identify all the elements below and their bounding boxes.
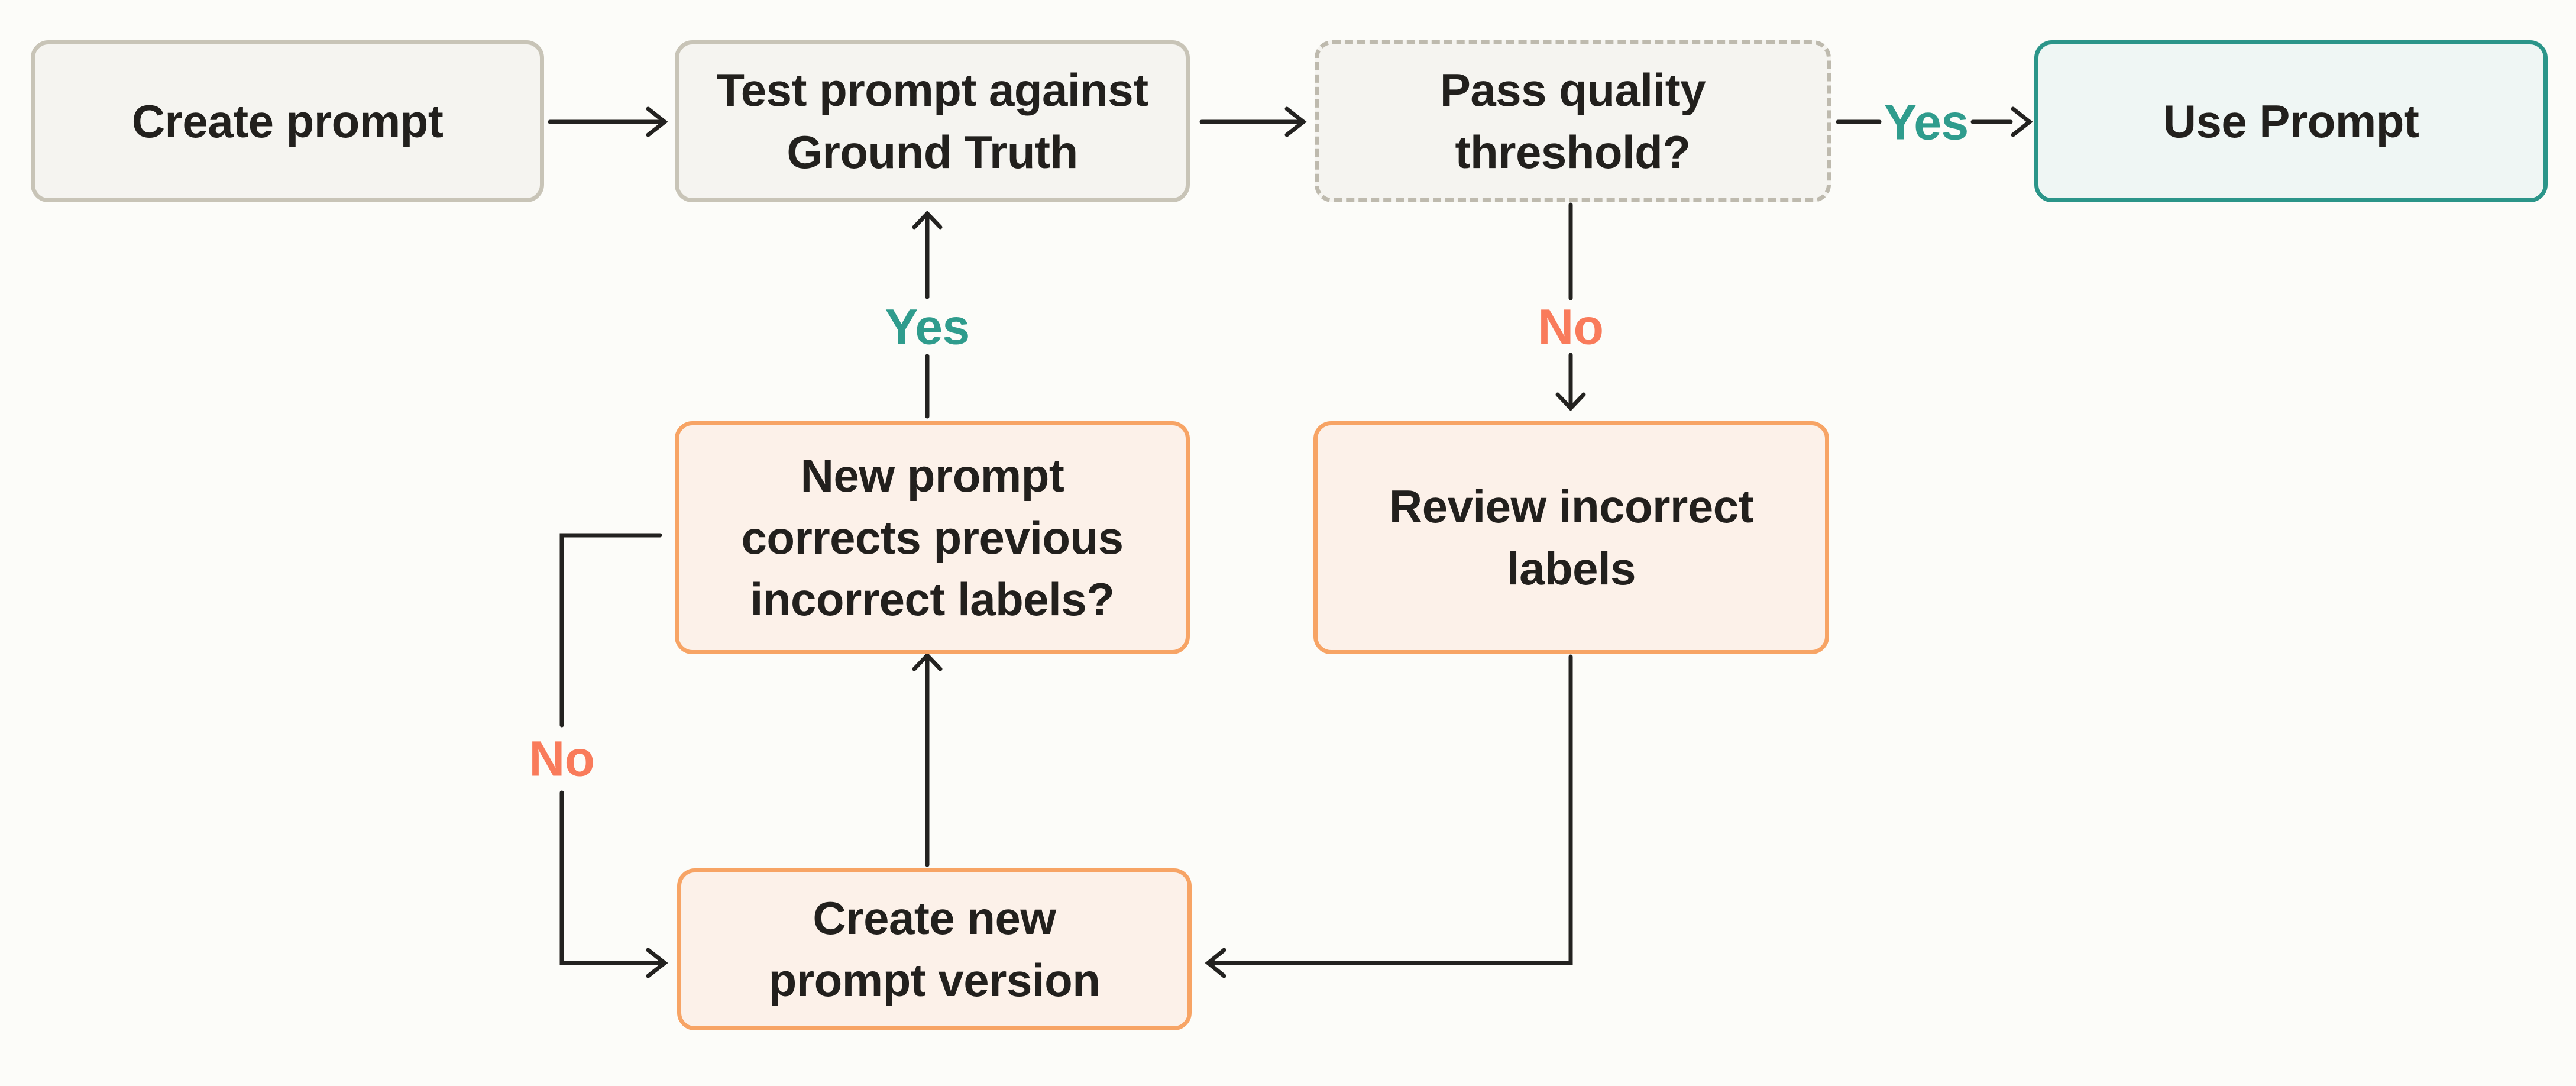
node-review-incorrect-label: Review incorrect labels	[1389, 480, 1754, 594]
arrowhead-corrects-yes	[912, 210, 943, 230]
arrowhead-test-to-pass	[1284, 106, 1307, 137]
edge-corrects-no-lower-segment	[559, 790, 664, 965]
edge-label-corrects-no: No	[529, 731, 595, 787]
edge-label-pass-no: No	[1538, 299, 1604, 355]
node-pass-quality-label: Pass quality threshold?	[1439, 64, 1706, 178]
node-create-new-version-label: Create new prompt version	[768, 892, 1101, 1006]
arrowhead-corrects-no	[646, 948, 668, 978]
node-create-prompt: Create prompt	[31, 40, 544, 202]
node-review-incorrect-labels: Review incorrect labels	[1313, 421, 1829, 654]
edge-corrects-no-upper-segment	[559, 533, 662, 728]
node-new-prompt-corrects-label: New prompt corrects previous incorrect l…	[741, 450, 1124, 626]
node-test-prompt-against-ground-truth: Test prompt against Ground Truth	[675, 40, 1190, 202]
arrowhead-pass-yes	[2011, 106, 2033, 137]
node-use-prompt-label: Use Prompt	[2163, 95, 2419, 147]
node-create-new-prompt-version: Create new prompt version	[677, 868, 1192, 1030]
arrowhead-review-to-newversion	[1205, 948, 1226, 978]
arrowhead-create-to-test	[646, 106, 668, 137]
node-pass-quality-threshold: Pass quality threshold?	[1315, 40, 1831, 202]
edge-review-to-newversion	[1209, 654, 1573, 965]
node-test-prompt-label: Test prompt against Ground Truth	[716, 64, 1148, 178]
arrowhead-newversion-to-corrects	[912, 652, 943, 671]
edge-label-pass-yes: Yes	[1884, 94, 1969, 150]
node-use-prompt: Use Prompt	[2034, 40, 2548, 202]
node-new-prompt-corrects-previous: New prompt corrects previous incorrect l…	[675, 421, 1190, 654]
arrowhead-pass-no	[1555, 392, 1586, 412]
edge-label-corrects-yes: Yes	[885, 299, 970, 355]
node-create-prompt-label: Create prompt	[131, 95, 444, 147]
